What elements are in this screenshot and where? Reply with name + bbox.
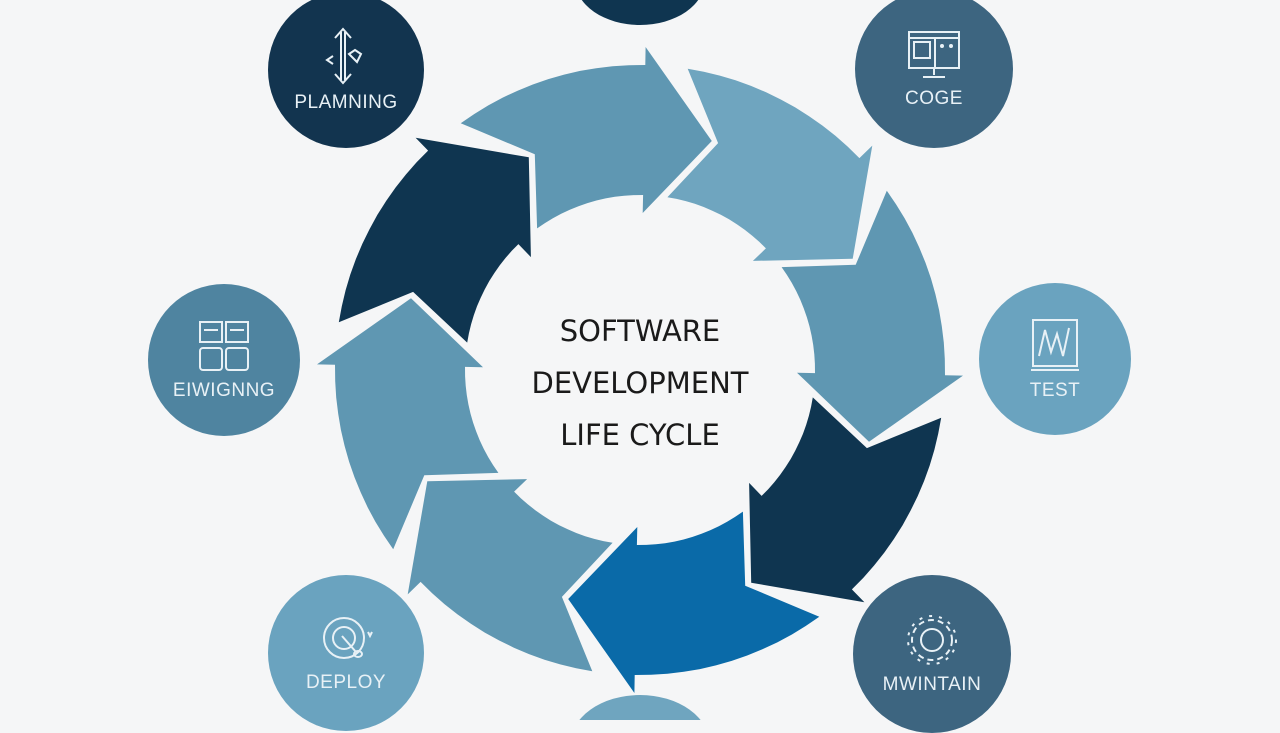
center-title: SOFTWARE DEVELOPMENT LIFE CYCLE — [490, 305, 790, 461]
gear-icon — [907, 615, 957, 665]
title-line-1: SOFTWARE — [559, 314, 721, 348]
layout-grid-icon — [199, 321, 249, 371]
cycle-arrow-segment — [338, 137, 531, 343]
arrows-icon — [325, 27, 363, 85]
target-icon — [323, 617, 373, 659]
cycle-arrow-segment — [667, 68, 873, 261]
cycle-arrow-segment — [749, 397, 942, 603]
node-deploy-label: DEPLOY — [305, 672, 387, 693]
cycle-arrow-segment — [568, 511, 820, 693]
node-code[interactable]: COGE — [855, 0, 1013, 148]
title-line-2: DEVELOPMENT — [531, 366, 749, 400]
node-planning-label: PLAMNING — [294, 92, 398, 113]
cycle-arrow-segment — [407, 479, 613, 672]
node-design-label: EIWIGNNG — [172, 380, 276, 401]
node-test[interactable]: TEST — [979, 283, 1131, 435]
node-maintain[interactable]: MWINTAIN — [853, 575, 1011, 733]
title-line-3: LIFE CYCLE — [560, 418, 720, 452]
node-maintain-label: MWINTAIN — [882, 674, 982, 695]
cycle-arrow-segment — [460, 47, 712, 229]
monitor-code-icon — [908, 31, 960, 78]
top-partial-circle — [581, 0, 699, 25]
node-planning[interactable]: PLAMNING — [268, 0, 424, 148]
cycle-arrow-segment — [781, 190, 963, 442]
bottom-partial-circle — [579, 695, 701, 720]
cycle-arrow-segment — [317, 298, 499, 550]
node-test-label: TEST — [1029, 380, 1081, 401]
node-deploy[interactable]: DEPLOY — [268, 575, 424, 731]
node-code-label: COGE — [905, 88, 963, 109]
chart-board-icon — [1031, 319, 1079, 371]
node-design[interactable]: EIWIGNNG — [148, 284, 300, 436]
